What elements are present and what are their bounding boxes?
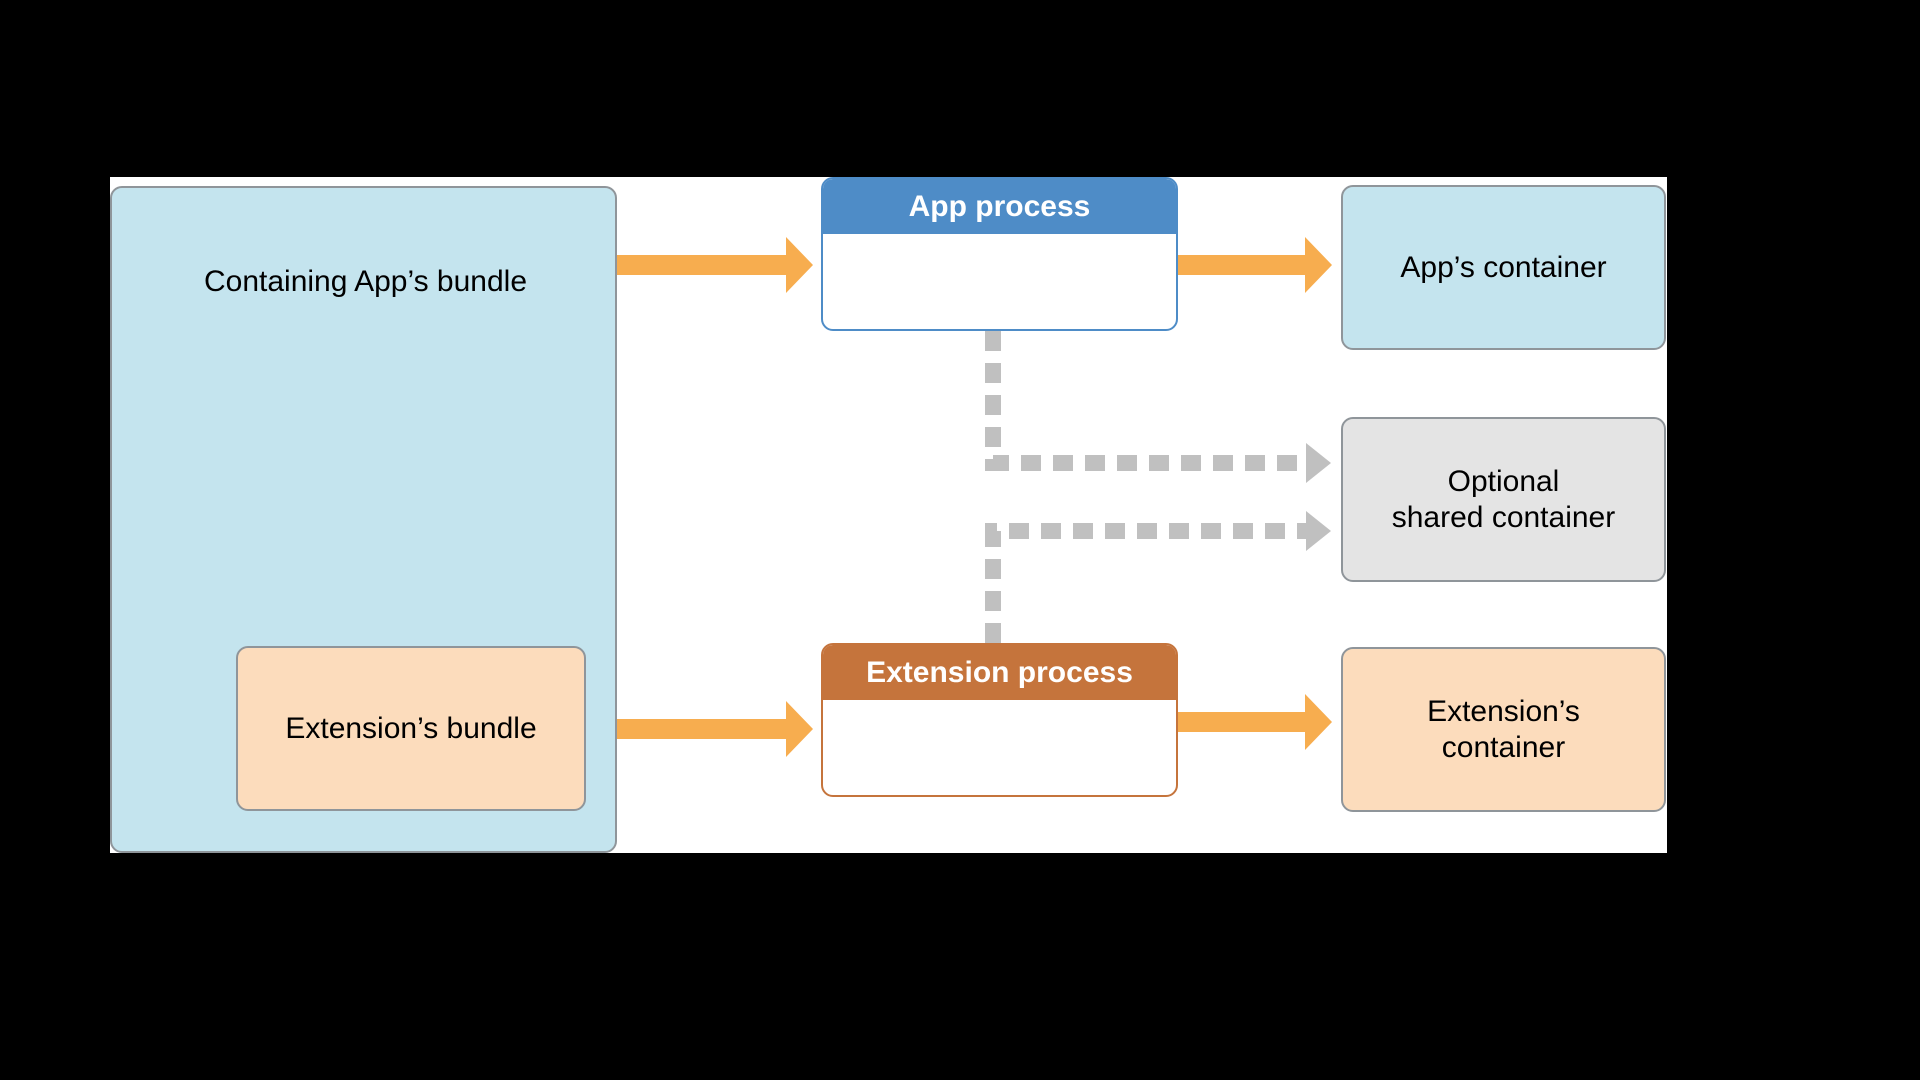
extension-bundle: Extension’s bundle — [236, 646, 586, 811]
dashed-arrow-ext-process-to-shared — [985, 511, 1331, 643]
containing-app-bundle-label: Containing App’s bundle — [203, 265, 528, 298]
extension-process: Extension process — [821, 643, 1178, 797]
shared-container-text: Optional shared container — [1392, 464, 1615, 536]
dashed-arrow-app-process-to-shared — [985, 331, 1331, 483]
shared-container-label-line2: shared container — [1391, 500, 1616, 534]
extension-container-text: Extension’s container — [1427, 694, 1580, 766]
arrow-bundle-to-app-process — [617, 237, 813, 293]
arrow-ext-bundle-to-ext-process — [586, 701, 813, 757]
arrow-ext-process-to-container — [1178, 694, 1332, 750]
extension-bundle-label: Extension’s bundle — [285, 711, 537, 745]
app-process: App process — [821, 177, 1178, 331]
shared-container-label-line1: Optional — [1447, 464, 1560, 498]
extension-process-header: Extension process — [823, 645, 1176, 700]
apps-container: App’s container — [1341, 185, 1666, 350]
extension-container: Extension’s container — [1341, 647, 1666, 812]
arrow-app-process-to-container — [1178, 237, 1332, 293]
apps-container-label: App’s container — [1400, 250, 1607, 284]
extension-container-label-line2: container — [1441, 730, 1566, 764]
app-process-header: App process — [823, 179, 1176, 234]
extension-container-label-line1: Extension’s — [1427, 694, 1580, 728]
connectors — [586, 237, 1332, 757]
shared-container: Optional shared container — [1341, 417, 1666, 582]
diagram-canvas: Containing App’s bundle Extension’s bund… — [110, 177, 1667, 853]
